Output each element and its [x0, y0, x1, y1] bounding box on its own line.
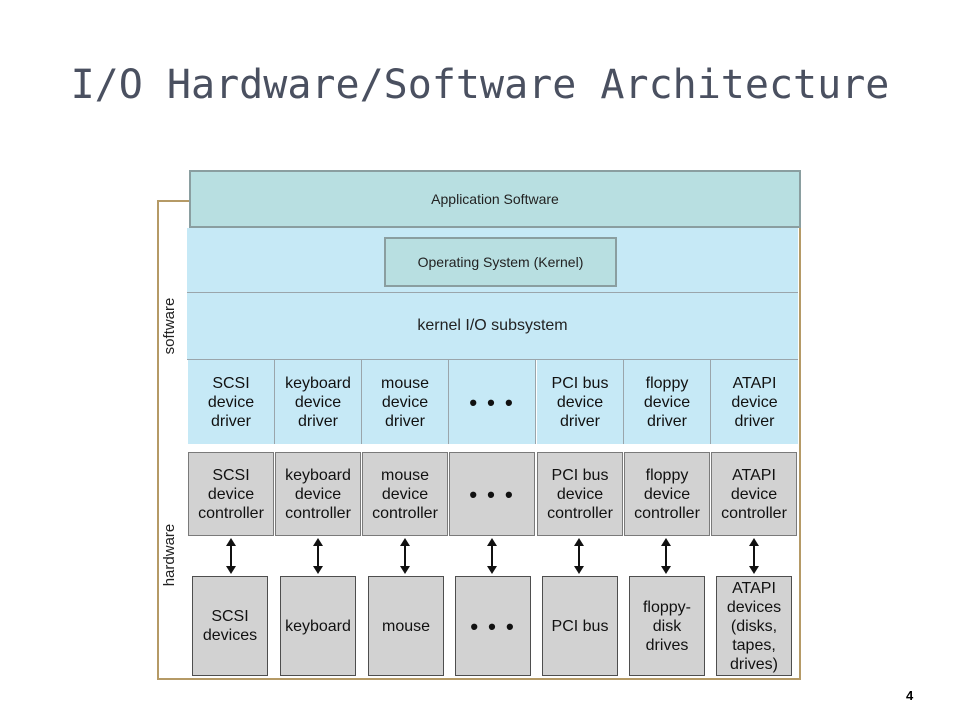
application-software-box: Application Software: [189, 170, 801, 228]
device-keyboard: keyboard: [280, 576, 356, 676]
page-number: 4: [906, 688, 914, 703]
hardware-label: hardware: [161, 523, 178, 587]
controller-mouse-device-controller: mouse device controller: [362, 452, 448, 536]
device-pci-bus: PCI bus: [542, 576, 618, 676]
driver-floppy-device-driver: floppy device driver: [624, 360, 711, 444]
controller-pci-bus-device-controller: PCI bus device controller: [537, 452, 623, 536]
bidirectional-arrow-icon: [659, 538, 673, 574]
driver-atapi-device-driver: ATAPI device driver: [711, 360, 798, 444]
controller-scsi-device-controller: SCSI device controller: [188, 452, 274, 536]
device-atapi-devices-disks-tapes-drives: ATAPI devices (disks, tapes, drives): [716, 576, 792, 676]
os-kernel-box: Operating System (Kernel): [384, 237, 617, 287]
driver-more: • • •: [449, 360, 536, 444]
driver-keyboard-device-driver: keyboard device driver: [275, 360, 362, 444]
controller-floppy-device-controller: floppy device controller: [624, 452, 710, 536]
driver-pci-bus-device-driver: PCI bus device driver: [537, 360, 624, 444]
bidirectional-arrow-icon: [485, 538, 499, 574]
slide-title: I/O Hardware/Software Architecture: [70, 62, 890, 108]
bidirectional-arrow-icon: [747, 538, 761, 574]
device-floppy-disk-drives: floppy- disk drives: [629, 576, 705, 676]
bidirectional-arrow-icon: [572, 538, 586, 574]
controller-keyboard-device-controller: keyboard device controller: [275, 452, 361, 536]
device-more: • • •: [455, 576, 531, 676]
driver-scsi-device-driver: SCSI device driver: [188, 360, 275, 444]
kernel-io-subsystem: kernel I/O subsystem: [187, 293, 798, 359]
device-mouse: mouse: [368, 576, 444, 676]
device-scsi-devices: SCSI devices: [192, 576, 268, 676]
software-label: software: [161, 297, 178, 355]
divider-kernel-drivers: [187, 359, 798, 360]
bidirectional-arrow-icon: [398, 538, 412, 574]
controller-atapi-device-controller: ATAPI device controller: [711, 452, 797, 536]
driver-mouse-device-driver: mouse device driver: [362, 360, 449, 444]
divider-os-kernel: [187, 292, 798, 293]
controller-more: • • •: [449, 452, 535, 536]
bidirectional-arrow-icon: [311, 538, 325, 574]
bidirectional-arrow-icon: [224, 538, 238, 574]
